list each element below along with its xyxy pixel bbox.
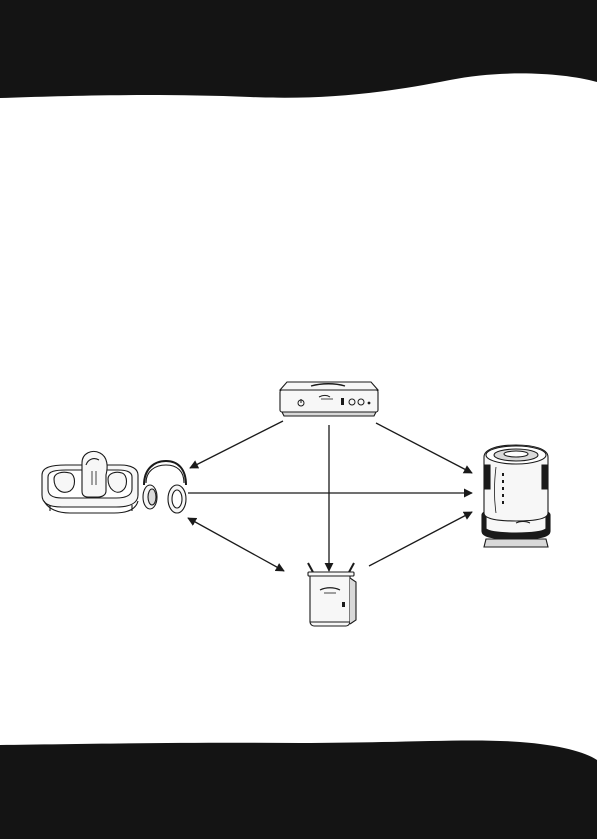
wireless-speaker-icon bbox=[480, 443, 552, 549]
antenna-receiver-icon bbox=[302, 562, 360, 628]
transmitter-box-icon bbox=[277, 378, 381, 418]
link-transmitter-to-headphones bbox=[190, 421, 283, 468]
link-headphones-receiver-two-way bbox=[188, 518, 284, 571]
headphones-with-charging-cradle-icon bbox=[36, 449, 188, 523]
link-receiver-to-speaker bbox=[369, 512, 472, 566]
link-transmitter-to-speaker bbox=[376, 423, 472, 473]
